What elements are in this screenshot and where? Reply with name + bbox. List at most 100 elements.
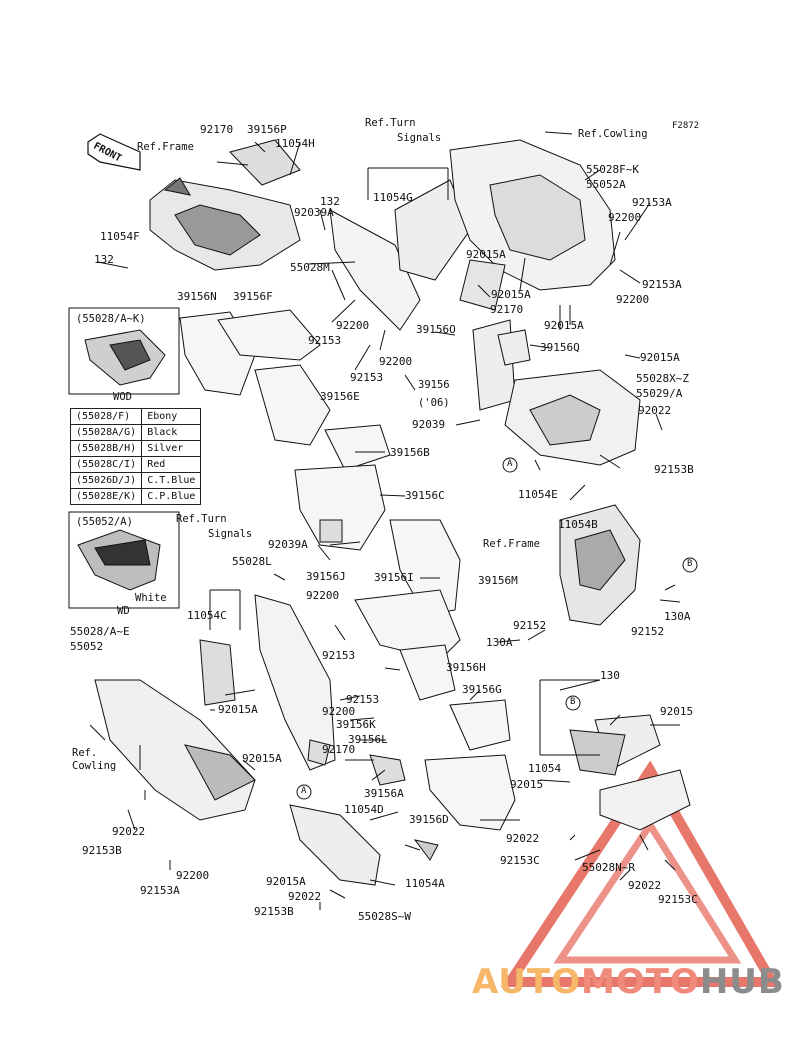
callout: 55052 bbox=[70, 640, 104, 653]
watermark-part-1: AUTO bbox=[472, 962, 581, 1002]
callout: 92039 bbox=[412, 418, 446, 431]
callout: 92022 bbox=[638, 404, 672, 417]
callout: 92153A bbox=[140, 884, 180, 897]
table-row: (55028/F)Ebony bbox=[69, 408, 202, 425]
callout: 92153B bbox=[82, 844, 122, 857]
callout: 92200 bbox=[336, 319, 370, 332]
watermark-logo: AUTOMOTOHUB bbox=[472, 962, 785, 1002]
callout: 130A bbox=[486, 636, 513, 649]
callout: 92022 bbox=[628, 879, 662, 892]
callout: 132 bbox=[94, 253, 114, 266]
callout: 39156F bbox=[233, 290, 273, 303]
inset-box-2-color: White bbox=[135, 592, 167, 604]
figure-id: F2872 bbox=[672, 121, 700, 131]
callout: 92022 bbox=[288, 890, 322, 903]
callout: 92022 bbox=[112, 825, 146, 838]
watermark-part-3: HUB bbox=[699, 962, 785, 1002]
marker-b-2-label: B bbox=[570, 697, 576, 707]
callout: 92153 bbox=[308, 334, 342, 347]
callout: 92153A bbox=[642, 278, 682, 291]
callout: 55028X~Z bbox=[636, 372, 689, 385]
callout: 39156C bbox=[405, 489, 445, 502]
callout: 92153A bbox=[632, 196, 672, 209]
callout: 130A bbox=[664, 610, 691, 623]
callout: 92022 bbox=[506, 832, 540, 845]
callout: 11054H bbox=[275, 137, 315, 150]
inset-box-2 bbox=[68, 511, 180, 609]
callout: 92015A bbox=[218, 703, 258, 716]
inset-box-1-variant: WOD bbox=[113, 391, 132, 403]
callout: 92015A bbox=[242, 752, 282, 765]
bracket-note-year: ('06) bbox=[418, 397, 450, 409]
callout: 92153B bbox=[254, 905, 294, 918]
callout: 92200 bbox=[379, 355, 413, 368]
callout: 39156G bbox=[462, 683, 502, 696]
callout: 92152 bbox=[513, 619, 547, 632]
callout: 92153C bbox=[500, 854, 540, 867]
callout: 92039A bbox=[294, 206, 334, 219]
callout: 39156I bbox=[374, 571, 414, 584]
callout: 11054G bbox=[373, 191, 413, 204]
mid-cowl bbox=[254, 594, 336, 771]
table-row: (55028A/G)Black bbox=[69, 424, 202, 441]
watermark-part-2: MOTO bbox=[580, 962, 700, 1002]
inset-box-2-title: (55052/A) bbox=[76, 516, 133, 528]
ref-cowling-top: Ref.Cowling bbox=[578, 128, 648, 140]
callout: 39156D bbox=[409, 813, 449, 826]
table-row: (55028C/I)Red bbox=[69, 456, 202, 473]
callout: 92200 bbox=[306, 589, 340, 602]
callout: 92015A bbox=[640, 351, 680, 364]
callout: 11054E bbox=[518, 488, 558, 501]
callout: 39156K bbox=[336, 718, 376, 731]
callout: 92153 bbox=[350, 371, 384, 384]
upper-cowl-panel bbox=[329, 209, 421, 331]
callout: 92153 bbox=[322, 649, 356, 662]
callout: 92153C bbox=[658, 893, 698, 906]
callout: 92200 bbox=[608, 211, 642, 224]
callout: 11054D bbox=[344, 803, 384, 816]
ref-turn-mid-2: Signals bbox=[208, 528, 253, 540]
marker-a-1 bbox=[502, 457, 518, 473]
callout: 39156B bbox=[390, 446, 430, 459]
callout: 11054B bbox=[558, 518, 598, 531]
ref-turn-top-1: Ref.Turn bbox=[365, 117, 416, 129]
callout: 92153 bbox=[346, 693, 380, 706]
callout: 39156P bbox=[247, 123, 287, 136]
callout: 130 bbox=[600, 669, 620, 682]
lower-belly bbox=[289, 804, 381, 886]
callout: 11054F bbox=[100, 230, 140, 243]
callout: 55028M bbox=[290, 261, 330, 274]
table-row: (55026D/J)C.T.Blue bbox=[69, 472, 202, 489]
callout: 92015A bbox=[491, 288, 531, 301]
ref-cowling-left-2: Cowling bbox=[72, 760, 117, 772]
inset-box-1 bbox=[68, 307, 180, 395]
ref-frame-mid: Ref.Frame bbox=[483, 538, 540, 550]
color-table: (55028/F)Ebony (55028A/G)Black (55028B/H… bbox=[69, 408, 202, 505]
callout: 39156J bbox=[306, 570, 346, 583]
watermark-triangle bbox=[500, 760, 781, 987]
callout: 39156M bbox=[478, 574, 518, 587]
callout: 11054 bbox=[528, 762, 562, 775]
marker-a-2-label: A bbox=[301, 786, 307, 796]
inset-box-1-title: (55028/A~K) bbox=[76, 313, 146, 325]
callout: 92015A bbox=[544, 319, 584, 332]
callout: 55028L bbox=[232, 555, 272, 568]
callout: 92200 bbox=[176, 869, 210, 882]
callout: 92015 bbox=[660, 705, 694, 718]
callout: 11054A bbox=[405, 877, 445, 890]
callout: 55028N~R bbox=[582, 861, 635, 874]
callout: 92153B bbox=[654, 463, 694, 476]
callout: 55028/A~E bbox=[70, 625, 130, 638]
callout: 92015A bbox=[266, 875, 306, 888]
callout: 55028S~W bbox=[358, 910, 411, 923]
callout: 92200 bbox=[322, 705, 356, 718]
callout: 92170 bbox=[322, 743, 356, 756]
callout: 92170 bbox=[200, 123, 234, 136]
callout: 39156E bbox=[320, 390, 360, 403]
callout: 92015A bbox=[466, 248, 506, 261]
marker-b-1 bbox=[682, 557, 698, 573]
ref-turn-mid-1: Ref.Turn bbox=[176, 513, 227, 525]
inset-box-2-variant: WD bbox=[117, 605, 130, 617]
